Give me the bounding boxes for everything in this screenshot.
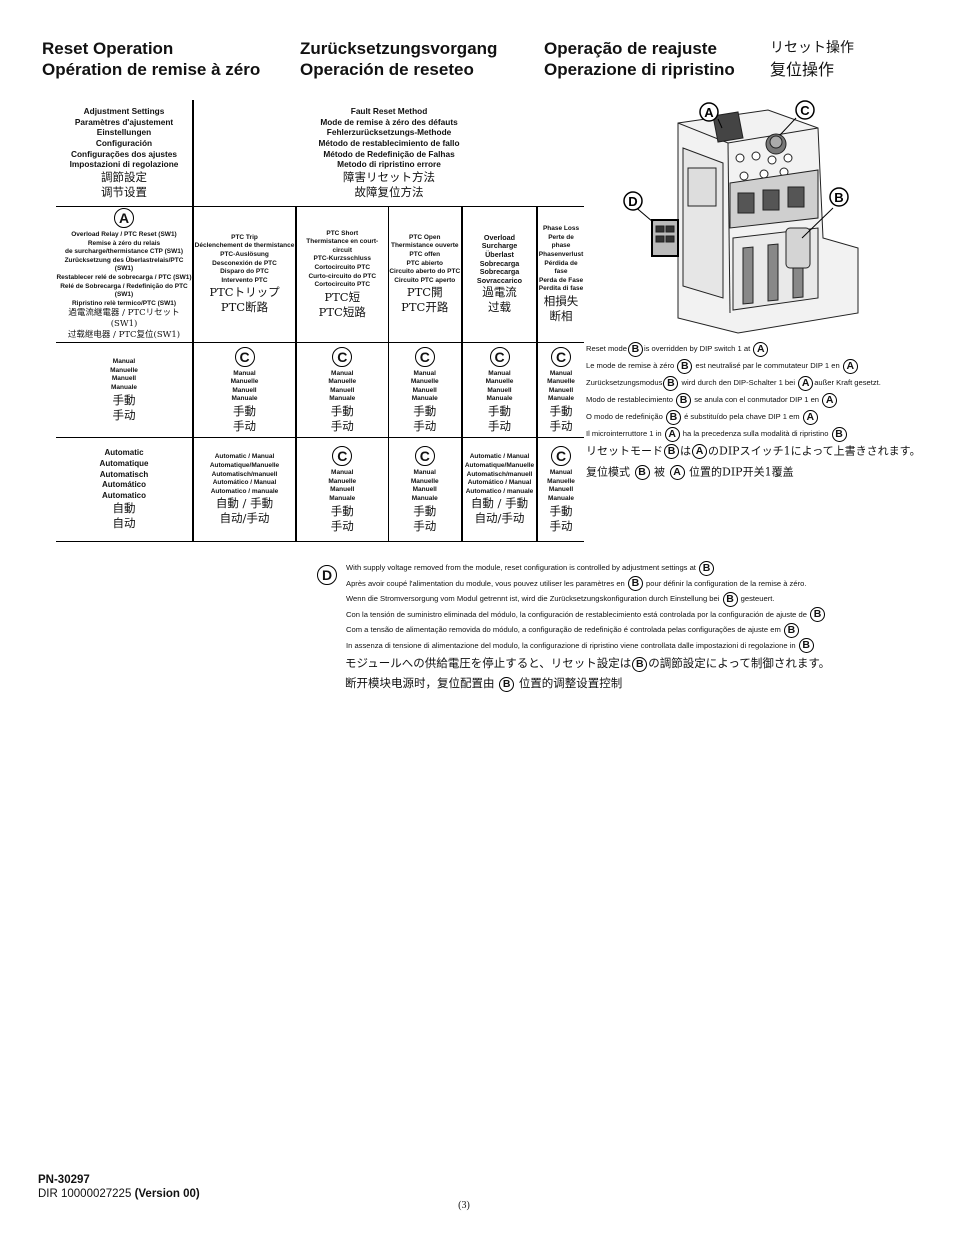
illustration-label-c: C — [795, 100, 815, 120]
svg-text:A: A — [704, 105, 714, 120]
marker-b: B — [722, 591, 738, 607]
heading-cn: 复位操作 — [770, 60, 835, 79]
d-note-de: Wenn die Stromversorgung vom Modul getre… — [346, 591, 775, 607]
marker-a: A — [802, 409, 818, 425]
marker-b: B — [677, 358, 693, 374]
marker-c: C — [332, 346, 353, 367]
overload-relay-illustration: A C D B — [623, 100, 859, 334]
heading-group-en-fr: Reset Operation Opération de remise à zé… — [42, 38, 260, 80]
heading-group-pt-it: Operação de reajuste Operazione di ripri… — [544, 38, 735, 80]
document-footer: PN-30297 DIR 10000027225 (Version 00) — [38, 1174, 200, 1201]
marker-c: C — [551, 346, 572, 367]
marker-b: B — [632, 656, 648, 672]
d-note-es: Con la tensión de suministro eliminada d… — [346, 607, 916, 622]
heading-en: Reset Operation — [42, 39, 174, 58]
override-note-pt: O modo de redefinição B é substituído pe… — [586, 408, 954, 425]
d-note-en: With supply voltage removed from the mod… — [346, 560, 916, 576]
override-note-es: Modo de restablecimiento B se anula con … — [586, 391, 954, 408]
marker-a: A — [842, 358, 858, 374]
marker-a: A — [822, 392, 838, 408]
d-note-it: In assenza di tensione di alimentazione … — [346, 638, 916, 653]
heading-es: Operación de reseteo — [300, 60, 474, 79]
marker-b: B — [699, 560, 715, 576]
marker-a: A — [114, 208, 134, 228]
marker-c: C — [489, 346, 510, 367]
marker-c: C — [414, 446, 435, 467]
adjustment-settings-header: Adjustment Settings Paramètres d'ajustem… — [56, 100, 194, 207]
part-number: PN-30297 — [38, 1174, 90, 1186]
marker-c: C — [414, 346, 435, 367]
supply-removed-note: D With supply voltage removed from the m… — [316, 560, 916, 693]
illustration-label-a: A — [699, 102, 719, 122]
switch-label-cell: A Overload Relay / PTC Reset (SW1) Remis… — [56, 206, 194, 344]
fault-reset-method-header: Fault Reset Method Mode de remise à zéro… — [193, 100, 585, 207]
marker-b: B — [783, 622, 799, 638]
marker-a: A — [753, 341, 769, 357]
heading-jp: リセット操作 — [770, 40, 854, 56]
illustration-label-b: B — [829, 187, 849, 207]
marker-b: B — [831, 426, 847, 442]
marker-a: A — [669, 465, 685, 480]
marker-b: B — [627, 576, 643, 591]
marker-b: B — [798, 638, 814, 653]
svg-text:B: B — [834, 190, 843, 205]
svg-text:C: C — [800, 103, 810, 118]
marker-a: A — [692, 444, 707, 459]
marker-b: B — [499, 676, 515, 692]
marker-c: C — [332, 446, 353, 467]
heading-pt: Operação de reajuste — [544, 39, 717, 58]
version-label: (Version 00) — [134, 1187, 200, 1200]
heading-de: Zurücksetzungsvorgang — [300, 39, 498, 58]
page-number: (3) — [458, 1200, 470, 1211]
d-note-cn: 断开模块电源时，复位配置由 B 位置的调整设置控制 — [345, 676, 623, 692]
d-note-pt: Com a tensão de alimentação removida do … — [346, 622, 916, 638]
marker-b: B — [634, 465, 650, 480]
marker-b: B — [627, 341, 643, 357]
heading-group-de-es: Zurücksetzungsvorgang Operación de reset… — [300, 38, 497, 80]
marker-a: A — [664, 426, 680, 442]
marker-d: D — [317, 565, 337, 585]
reset-table: Adjustment Settings Paramètres d'ajustem… — [56, 100, 585, 543]
marker-a: A — [798, 375, 814, 391]
directive-number: DIR 10000027225 (Version 00) — [38, 1187, 200, 1200]
override-note-it: Il microinterruttore 1 in A ha la preced… — [586, 425, 954, 442]
marker-c: C — [234, 346, 255, 367]
d-note-fr: Après avoir coupé l'alimentation du modu… — [346, 576, 807, 591]
override-note-fr: Le mode de remise à zéro B est neutralis… — [586, 357, 954, 374]
marker-b: B — [665, 409, 681, 425]
svg-text:D: D — [628, 194, 637, 209]
marker-c: C — [551, 446, 572, 467]
marker-b: B — [810, 607, 826, 622]
heading-group-jp-cn: リセット操作 复位操作 — [770, 38, 854, 80]
heading-fr: Opération de remise à zéro — [42, 60, 261, 79]
illustration-label-d: D — [623, 191, 643, 211]
marker-b: B — [676, 392, 692, 408]
heading-it: Operazione di ripristino — [544, 60, 735, 79]
override-note-cn: 复位模式 B 被 A 位置的DIP开关1覆盖 — [586, 465, 794, 480]
marker-b: B — [664, 444, 679, 459]
marker-b: B — [663, 375, 679, 391]
